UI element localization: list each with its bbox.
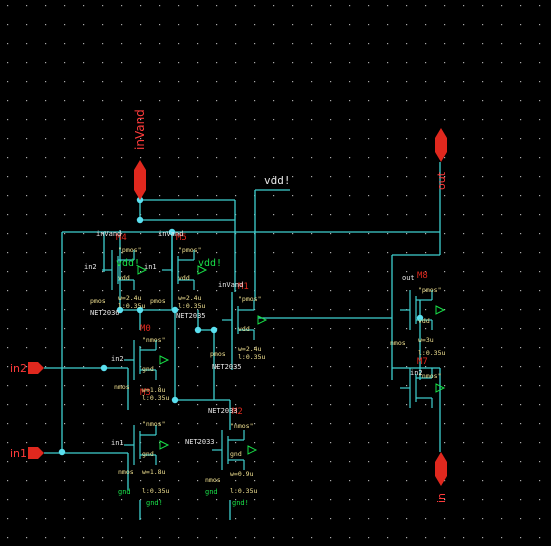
wires <box>44 162 441 520</box>
m5-vdd: vdd <box>178 274 190 282</box>
m4-w: w=2.4u <box>118 294 142 302</box>
net-label-in2-b: in2 <box>111 355 124 363</box>
devices <box>102 250 446 470</box>
instance-m4: M4 <box>116 233 127 243</box>
m0-l: l:0.35u <box>142 394 169 402</box>
m2-l: l:0.35u <box>230 487 257 495</box>
nmos-m0[interactable] <box>124 340 170 380</box>
gnd-label-m2: gnd! <box>232 499 249 507</box>
m3-model: "nmos" <box>142 420 165 428</box>
instance-m3: M3 <box>140 388 151 398</box>
pin-out-label: out <box>435 171 448 190</box>
vdd-label-m4: vdd! <box>116 258 140 269</box>
vdd-label-m5: vdd! <box>198 258 222 269</box>
nmos-m3[interactable] <box>124 425 170 465</box>
net-label-net2035-a: NET2035 <box>176 312 206 320</box>
net-label-in1-b: in1 <box>111 439 124 447</box>
m5-model: "pmos" <box>178 246 201 254</box>
m1-w: w=2.4u <box>238 345 262 353</box>
m4-vdd: vdd <box>118 274 130 282</box>
m0-gnd: gnd <box>142 365 154 373</box>
wire-junction <box>136 216 144 224</box>
pin-in[interactable]: in <box>435 452 448 503</box>
net-label-net2035-b: NET2035 <box>212 363 242 371</box>
net-label-invand-a: inVand <box>96 230 121 238</box>
pmos-m5[interactable] <box>162 250 208 290</box>
pmos-m4[interactable] <box>102 250 148 290</box>
wire-junction <box>58 448 66 456</box>
pin-invand[interactable]: inVand <box>133 109 147 200</box>
pmos-m1[interactable] <box>222 300 268 340</box>
m2-nmos: nmos <box>205 476 221 484</box>
m2-model: "nmos" <box>230 422 253 430</box>
pin-in1-label: in1 <box>10 447 27 460</box>
m1-model: "pmos" <box>238 295 261 303</box>
m3-nmos: nmos <box>118 468 134 476</box>
m5-l: l:0.35u <box>178 302 205 310</box>
pin-out[interactable]: out <box>435 128 448 190</box>
m0-model: "nmos" <box>142 336 165 344</box>
net-label-out: out <box>402 274 415 282</box>
net-label-in1-a: in1 <box>144 263 157 271</box>
net-label-in: in2 <box>410 369 423 377</box>
net-label-invand-c: inVand <box>218 281 243 289</box>
net-label-invand-b: inVand <box>158 230 183 238</box>
m8-w: w=3u <box>418 336 434 344</box>
instance-m8: M8 <box>417 271 428 281</box>
gnd-label-m2-term: gnd <box>205 488 218 496</box>
m8-nmos: nmos <box>390 339 406 347</box>
m4-l: l:0.35u <box>118 302 145 310</box>
wire-junction <box>136 306 144 314</box>
wire-junction <box>194 326 202 334</box>
m5-pmos: pmos <box>150 297 166 305</box>
m3-l: l:0.35u <box>142 487 169 495</box>
pin-in1[interactable]: in1 <box>10 447 44 460</box>
m8-l: l:0.35u <box>418 349 445 357</box>
background-grid <box>7 5 541 539</box>
instance-m5: M5 <box>176 233 187 243</box>
instance-m2: M2 <box>232 407 243 417</box>
net-label-net2036: NET2036 <box>90 309 120 317</box>
net-label-net2033-b: NET2033 <box>185 438 215 446</box>
pin-in-label: in <box>435 493 448 503</box>
wire-junction <box>168 228 176 236</box>
m1-vdd: vdd <box>238 325 250 333</box>
wire-junction <box>116 306 124 314</box>
wire-junction <box>210 326 218 334</box>
m8-vdd: vdd <box>418 317 430 325</box>
pin-in2-label: in2 <box>10 362 27 375</box>
instance-m0: M0 <box>140 324 151 334</box>
m1-pmos: pmos <box>210 350 226 358</box>
wire-junction <box>171 396 179 404</box>
nmos-m7[interactable] <box>400 368 446 408</box>
net-label-net2033-a: NET2033 <box>208 407 238 415</box>
m0-w: w=1.8u <box>142 386 166 394</box>
nmos-m2[interactable] <box>212 430 258 470</box>
m3-w: w=1.8u <box>142 468 166 476</box>
pmos-m8[interactable] <box>400 290 446 330</box>
m4-model: "pmos" <box>118 246 141 254</box>
gnd-label-m3: gnd! <box>146 499 163 507</box>
pin-invand-label: inVand <box>133 109 147 150</box>
m1-l: l:0.35u <box>238 353 265 361</box>
vdd-net-label: vdd! <box>264 174 291 187</box>
m2-w: w=0.9u <box>230 470 254 478</box>
m4-pmos: pmos <box>90 297 106 305</box>
gnd-label-m3-term: gnd <box>118 488 131 496</box>
m7-model: "nmos" <box>418 372 441 380</box>
pin-in2[interactable]: in2 <box>10 362 44 375</box>
instance-m7: M7 <box>417 357 428 367</box>
instance-m1: M1 <box>238 282 249 292</box>
wire-junction <box>171 306 179 314</box>
m8-model: "pmos" <box>418 286 441 294</box>
m0-nmos: nmos <box>114 383 130 391</box>
m2-gnd: gnd <box>230 450 242 458</box>
net-label-in2-a: in2 <box>84 263 97 271</box>
m5-w: w=2.4u <box>178 294 202 302</box>
m3-gnd: gnd <box>142 450 154 458</box>
wire-junction <box>100 364 108 372</box>
